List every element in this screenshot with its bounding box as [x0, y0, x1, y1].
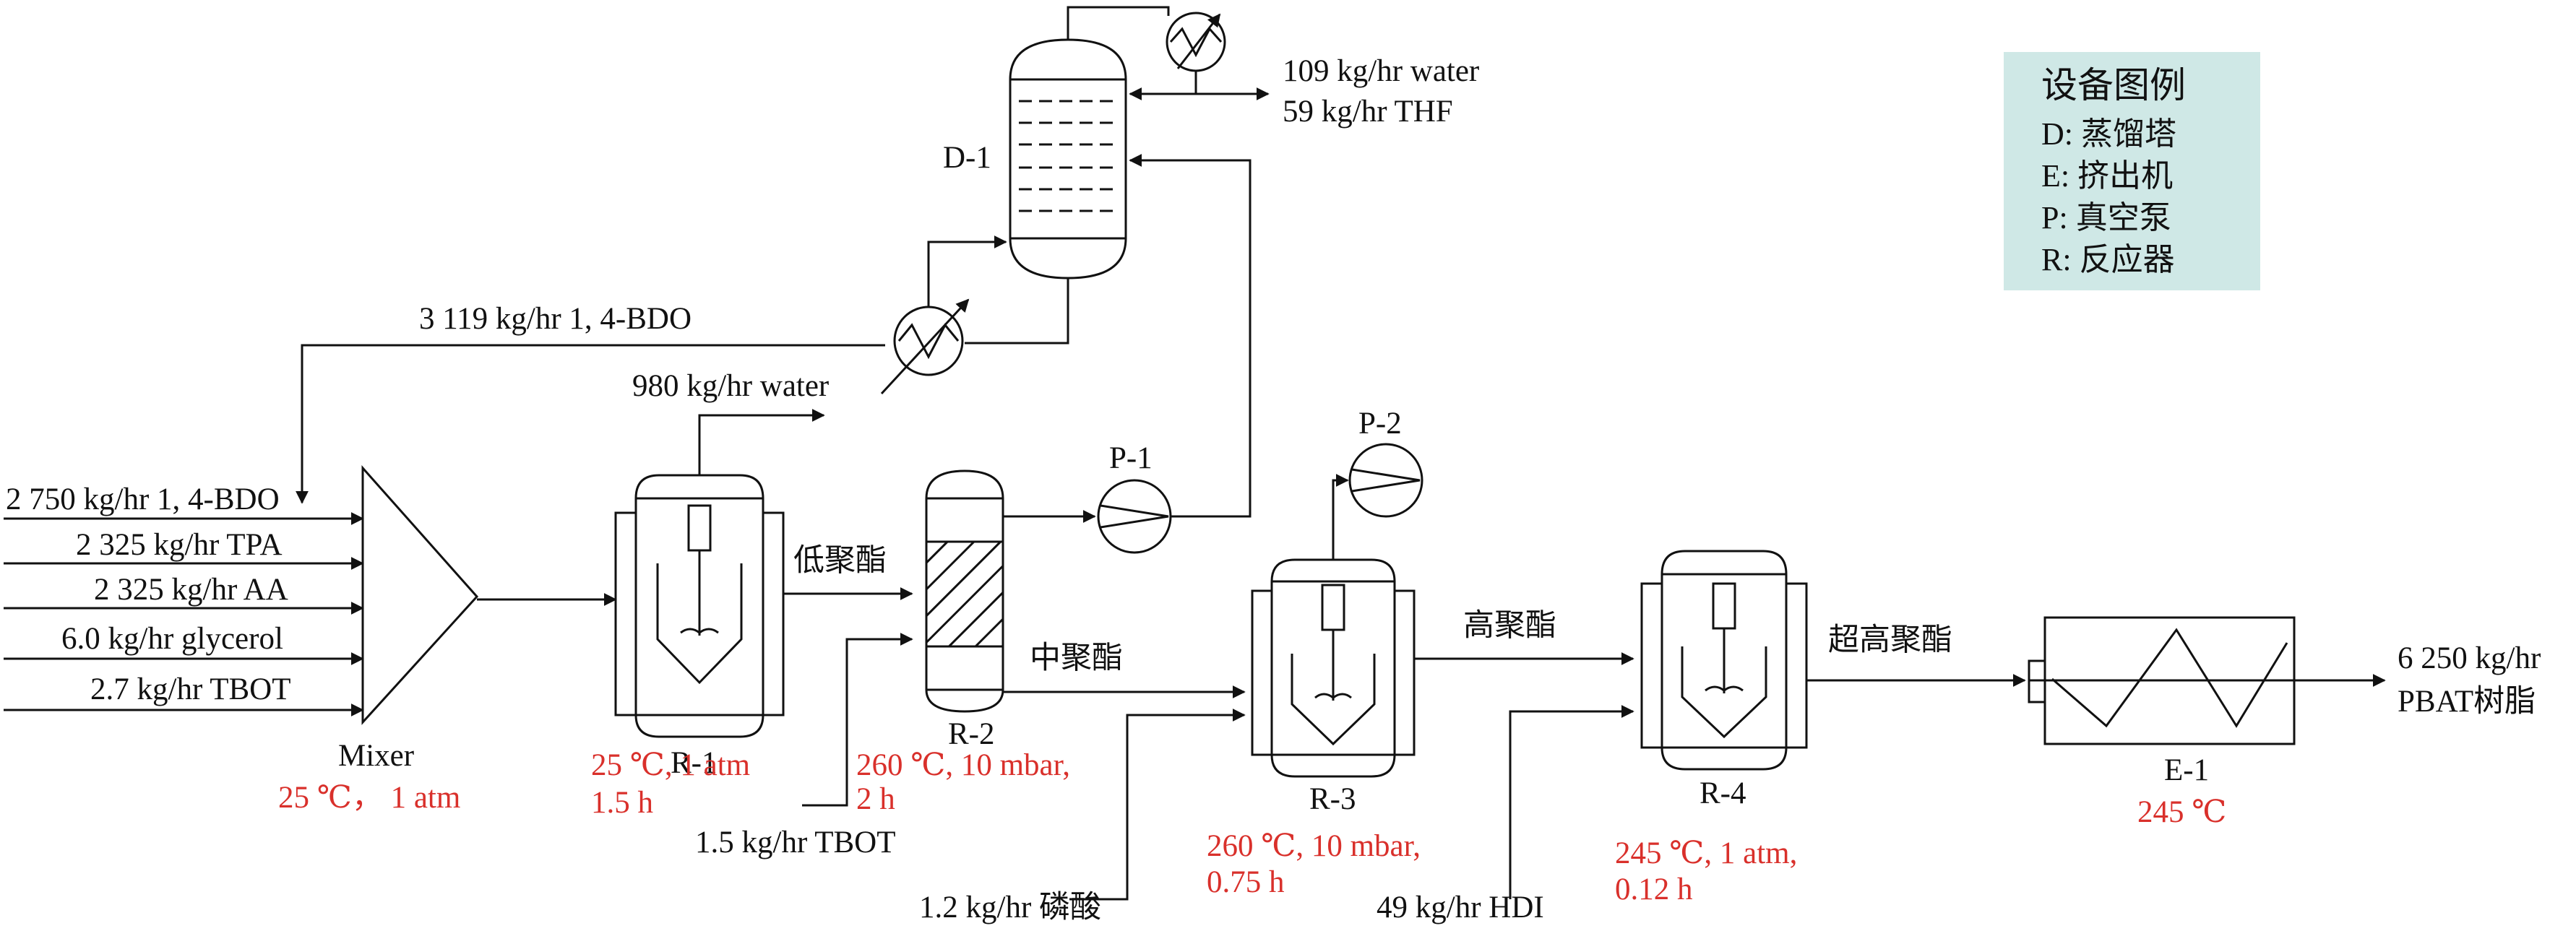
- r4-conditions: 0.12 h: [1615, 872, 1693, 906]
- stream-phosphoric-to-r3: [1069, 709, 1246, 901]
- r3-conditions: 0.75 h: [1207, 865, 1285, 899]
- p1-name: P-1: [1109, 441, 1153, 475]
- r1-conditions: 1.5 h: [591, 786, 653, 820]
- mixer-name: Mixer: [338, 739, 414, 773]
- r2-conditions: 2 h: [856, 782, 895, 816]
- feed-tpa-label: 2 325 kg/hr TPA: [76, 528, 283, 562]
- stream-hdi-label: 49 kg/hr HDI: [1377, 891, 1544, 924]
- stream-mid-polyester-label: 中聚酯: [1030, 641, 1123, 675]
- legend-item: R: 反应器: [2041, 242, 2175, 277]
- stream-low-polyester-label: 低聚酯: [793, 544, 887, 578]
- stream-r3-to-p2: [1332, 474, 1349, 560]
- feed-bdo-label: 2 750 kg/hr 1, 4-BDO: [6, 482, 280, 516]
- r1-conditions: 25 ℃, 1 atm: [591, 748, 750, 782]
- heat-exchanger-recycle: [880, 235, 1007, 395]
- stream-top-water-label: 109 kg/hr water: [1283, 54, 1479, 88]
- legend-box: [2004, 52, 2260, 290]
- pump-p2: [1348, 443, 1423, 518]
- legend-item: E: 挤出机: [2041, 158, 2173, 194]
- product-label: 6 250 kg/hr: [2398, 641, 2541, 675]
- column-d1: [1009, 38, 1127, 280]
- feed-glycerol-label: 6.0 kg/hr glycerol: [61, 622, 283, 656]
- r3-conditions: 260 ℃, 10 mbar,: [1207, 829, 1421, 863]
- feed-tbot-label: 2.7 kg/hr TBOT: [90, 672, 291, 706]
- stream-water-label: 980 kg/hr water: [632, 369, 829, 403]
- legend-item: P: 真空泵: [2041, 200, 2171, 235]
- stream-d1-to-condenser: [1067, 6, 1170, 40]
- r3-name: R-3: [1309, 782, 1356, 816]
- stream-hdi-to-r4: [1509, 705, 1634, 899]
- legend-item: D: 蒸馏塔: [2041, 116, 2176, 152]
- stream-top-thf-label: 59 kg/hr THF: [1283, 95, 1453, 129]
- p2-name: P-2: [1358, 407, 1402, 441]
- reactor-r3: [1251, 558, 1416, 778]
- reactor-r1: [614, 474, 785, 738]
- mixer-symbol: [361, 465, 479, 725]
- e1-conditions: 245 ℃: [2137, 795, 2226, 829]
- stream-tbot-label: 1.5 kg/hr TBOT: [695, 826, 896, 859]
- stream-bdo-recycle-label: 3 119 kg/hr 1, 4-BDO: [419, 302, 692, 336]
- stream-d1-bottom: [965, 278, 1069, 345]
- r1-name: R-1: [671, 746, 718, 780]
- r4-conditions: 245 ℃, 1 atm,: [1615, 836, 1797, 870]
- legend: 设备图例 D: 蒸馏塔 E: 挤出机 P: 真空泵 R: 反应器: [2004, 52, 2260, 290]
- labels: 2 750 kg/hr 1, 4-BDO 2 325 kg/hr TPA 2 3…: [6, 54, 2541, 924]
- e1-name: E-1: [2164, 753, 2209, 787]
- r4-name: R-4: [1700, 776, 1746, 810]
- stream-ultra-polyester-label: 超高聚酯: [1828, 623, 1952, 657]
- stream-r1-water: [698, 409, 825, 475]
- d1-name: D-1: [943, 141, 991, 175]
- pump-p1: [1097, 479, 1172, 554]
- stream-bdo-recycle: [296, 344, 885, 504]
- r2-conditions: 260 ℃, 10 mbar,: [856, 748, 1070, 782]
- product-label: PBAT树脂: [2398, 685, 2536, 719]
- stream-tbot-to-r2: [802, 633, 913, 807]
- stream-phosphoric-label: 1.2 kg/hr 磷酸: [919, 891, 1101, 924]
- reactor-r2: [925, 469, 1004, 713]
- reactor-r4: [1640, 550, 1808, 771]
- r2-name: R-2: [948, 717, 995, 751]
- stream-high-polyester-label: 高聚酯: [1463, 609, 1556, 643]
- feed-aa-label: 2 325 kg/hr AA: [94, 573, 288, 607]
- mixer-conditions: 25 ℃， 1 atm: [278, 781, 460, 815]
- feed-lines: [4, 512, 364, 716]
- stream-p1-to-d1: [1129, 154, 1252, 518]
- condenser-hx-top: [1166, 12, 1226, 72]
- legend-title: 设备图例: [2041, 65, 2186, 105]
